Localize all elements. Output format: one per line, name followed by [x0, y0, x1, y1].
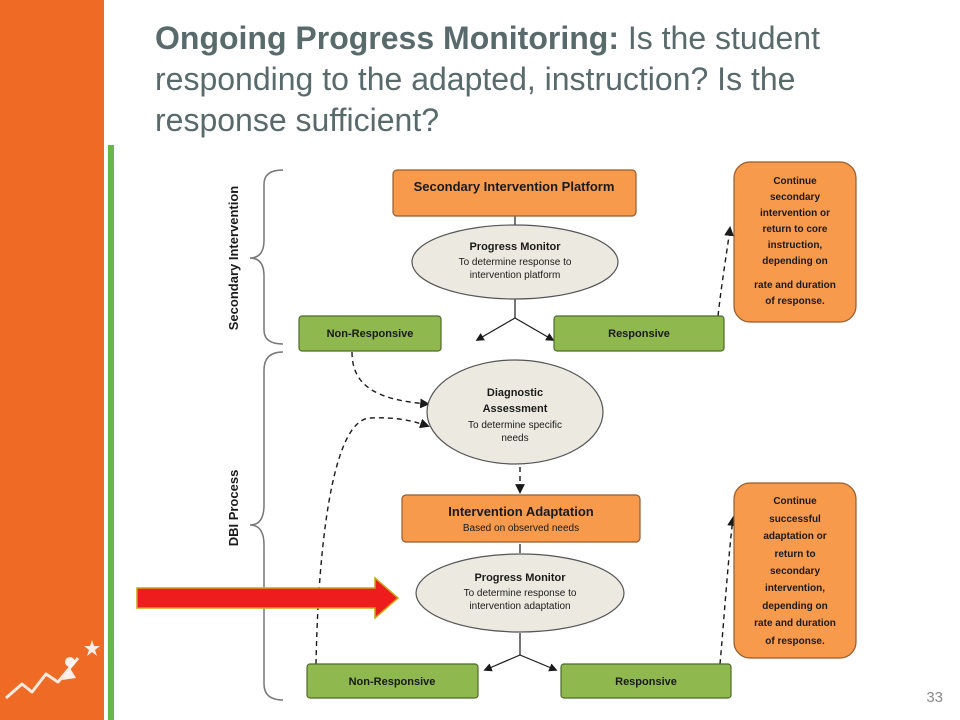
dbi-section-label: DBI Process: [226, 470, 241, 547]
diagnostic-line-1: To determine specific: [468, 420, 562, 431]
secondary-platform-box: Secondary Intervention Platform: [392, 169, 637, 217]
adaptation-sub: Based on observed needs: [463, 523, 579, 534]
secondary-section-label: Secondary Intervention: [226, 186, 241, 331]
title-rest: Is the student responding to the adapted…: [155, 20, 820, 138]
page-number: 33: [926, 689, 943, 706]
non-responsive-box-2: Non-Responsive: [306, 663, 479, 699]
continue-1-line-4: instruction,: [768, 240, 823, 251]
diagnostic-line-2: needs: [501, 433, 528, 444]
progress-monitor-1-line1: To determine response to: [459, 257, 572, 268]
continue-1-line-7: of response.: [765, 296, 825, 307]
title-bold: Ongoing Progress Monitoring:: [155, 20, 619, 56]
slide-title: Ongoing Progress Monitoring: Is the stud…: [155, 18, 935, 141]
responsive-box-2: Responsive: [560, 663, 732, 699]
continue-2-line-2: adaptation or: [763, 531, 826, 542]
continue-2-line-7: rate and duration: [754, 618, 836, 629]
continue-2-line-6: depending on: [762, 601, 828, 612]
responsive-2-label: Responsive: [615, 676, 677, 688]
progress-monitor-2-line2: intervention adaptation: [469, 601, 570, 612]
continue-2-line-3: return to: [774, 549, 815, 560]
continue-1-line-6: rate and duration: [754, 280, 836, 291]
continue-2-line-0: Continue: [773, 496, 817, 507]
green-accent-bar: [108, 145, 114, 720]
continue-2-line-5: intervention,: [765, 583, 825, 594]
continue-2-line-8: of response.: [765, 636, 825, 647]
adaptation-title: Intervention Adaptation: [448, 504, 593, 519]
secondary-platform-label: Secondary Intervention Platform: [414, 179, 615, 194]
non-responsive-2-label: Non-Responsive: [349, 676, 436, 688]
continue-1-line-0: Continue: [773, 176, 817, 187]
continue-2-line-4: secondary: [770, 566, 820, 577]
diagnostic-title-1: Diagnostic: [487, 387, 543, 399]
diagnostic-title-2: Assessment: [483, 403, 548, 415]
responsive-1-label: Responsive: [608, 328, 670, 340]
non-responsive-box-1: Non-Responsive: [298, 315, 442, 352]
dbi-brace: [249, 351, 284, 701]
non-responsive-1-label: Non-Responsive: [327, 328, 414, 340]
progress-monitor-2-line1: To determine response to: [464, 588, 577, 599]
continue-1-line-2: intervention or: [760, 208, 830, 219]
growth-chart-star-logo: [5, 640, 100, 700]
progress-monitor-2-title: Progress Monitor: [474, 572, 566, 584]
continue-1-line-3: return to core: [762, 224, 827, 235]
continue-1-line-1: secondary: [770, 192, 820, 203]
orange-sidebar: [0, 0, 104, 720]
continue-box-1: Continue secondary intervention or retur…: [733, 161, 857, 323]
red-arrow: [136, 576, 400, 620]
progress-monitor-1-line2: intervention platform: [470, 270, 561, 281]
continue-box-2: Continue successful adaptation or return…: [733, 482, 857, 659]
continue-1-line-5: depending on: [762, 256, 828, 267]
progress-monitor-2: Progress Monitor To determine response t…: [415, 553, 625, 633]
intervention-adaptation-box: Intervention Adaptation Based on observe…: [401, 494, 641, 543]
continue-2-line-1: successful: [769, 514, 821, 525]
diagnostic-assessment: Diagnostic Assessment To determine speci…: [426, 359, 604, 465]
secondary-brace: [249, 169, 284, 345]
responsive-box-1: Responsive: [553, 315, 725, 352]
progress-monitor-1-title: Progress Monitor: [469, 241, 561, 253]
progress-monitor-1: Progress Monitor To determine response t…: [411, 224, 619, 300]
